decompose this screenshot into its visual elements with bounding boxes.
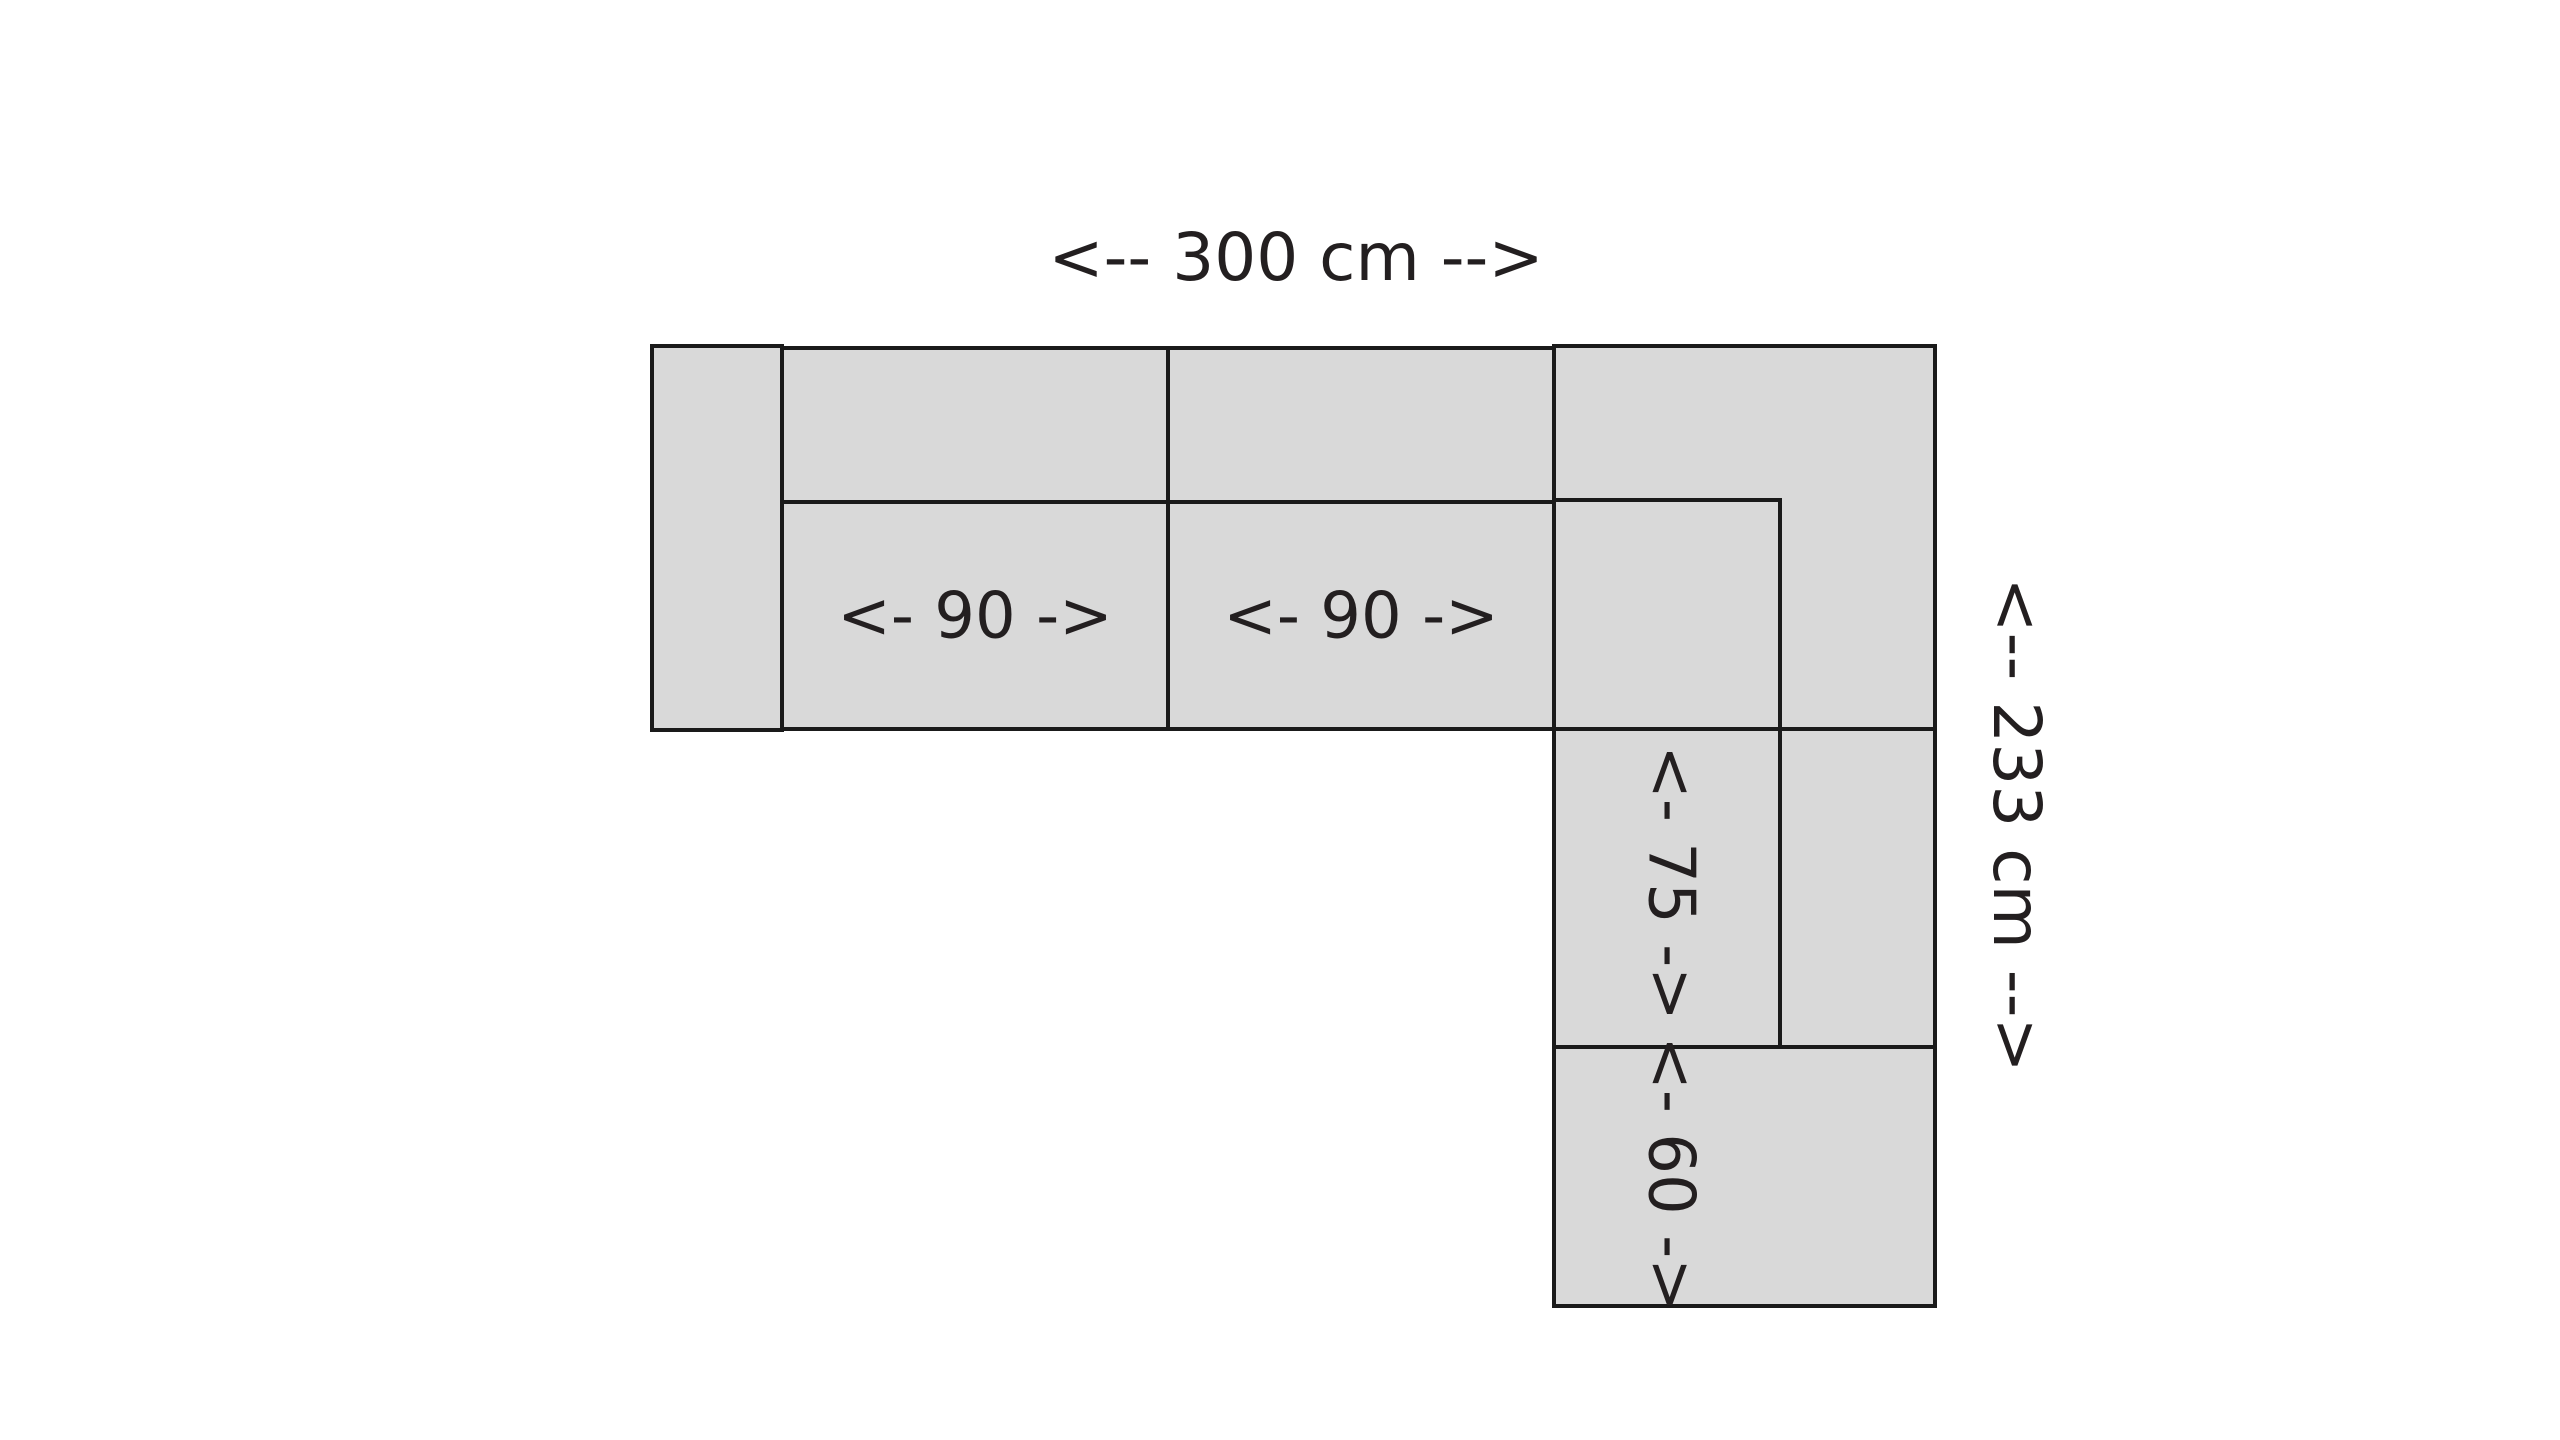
chaise-end xyxy=(1552,1045,1937,1308)
seat-1-width-label: <- 90 -> xyxy=(837,580,1113,654)
total-depth-label: <-- 233 cm --> xyxy=(1978,577,2055,1072)
chaise-end-width-label: <- 60 -> xyxy=(1633,1036,1707,1312)
corner-seat xyxy=(1552,498,1782,731)
backrest-1 xyxy=(780,346,1170,504)
seat-3 xyxy=(1552,727,1782,1049)
seat-1 xyxy=(780,500,1170,731)
total-width-label: <-- 300 cm --> xyxy=(1048,219,1543,296)
backrest-2 xyxy=(1166,346,1556,504)
right-backrest xyxy=(1778,727,1937,1049)
seat-2-width-label: <- 90 -> xyxy=(1223,580,1499,654)
seat-2 xyxy=(1166,500,1556,731)
seat-3-width-label: <- 75 -> xyxy=(1633,745,1707,1021)
left-armrest xyxy=(650,344,784,732)
